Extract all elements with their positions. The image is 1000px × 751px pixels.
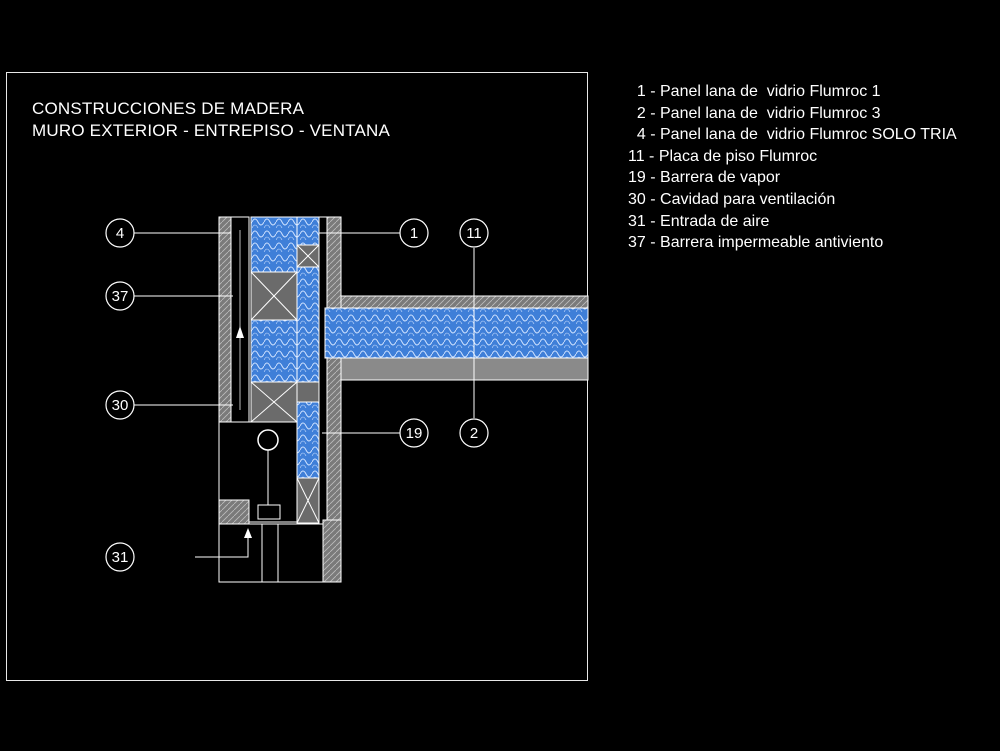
window-frame [218,429,342,583]
callout-label: 37 [112,288,129,305]
callout-37: 37 [105,281,135,311]
legend-item: 19 - Barrera de vapor [628,169,781,187]
callout-1: 1 [399,218,429,248]
callout-label: 4 [116,225,124,242]
callout-4: 4 [105,218,135,248]
callout-30: 30 [105,390,135,420]
callout-label: 31 [112,549,129,566]
legend-item: 37 - Barrera impermeable antiviento [628,234,884,252]
callout-label: 30 [112,397,129,414]
legend-item: 30 - Cavidad para ventilación [628,190,836,208]
callout-label: 1 [410,225,418,242]
drawing-subtitle: MURO EXTERIOR - ENTREPISO - VENTANA [32,121,391,140]
airflow-arrows [195,326,252,558]
floor-slab [324,295,589,381]
callout-label: 11 [466,225,482,242]
legend-item: 1 - Panel lana de vidrio Flumroc 1 [628,83,881,100]
callout-label: 19 [406,425,423,442]
legend: 1 - Panel lana de vidrio Flumroc 1 2 - P… [628,81,957,254]
leader-lines [134,232,475,434]
legend-item: 11 - Placa de piso Flumroc [628,147,818,165]
callout-label: 2 [470,425,478,442]
legend-item: 2 - Panel lana de vidrio Flumroc 3 [628,104,881,122]
callout-31: 31 [105,542,135,572]
legend-item: 4 - Panel lana de vidrio Flumroc SOLO TR… [628,126,957,144]
callout-2: 2 [459,418,489,448]
drawing-title: CONSTRUCCIONES DE MADERA [32,99,305,118]
air-cavity-arrow-icon [236,326,244,338]
wall-insulation [250,216,298,423]
callout-19: 19 [399,418,429,448]
inner-insulation [296,216,320,524]
legend-item: 31 - Entrada de aire [628,212,770,230]
callout-11: 11 [459,218,489,248]
air-inlet-arrow-icon [244,528,252,538]
